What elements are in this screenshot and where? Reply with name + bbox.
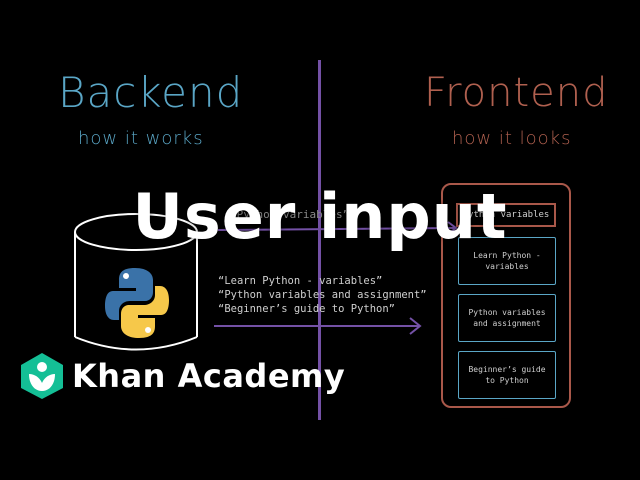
divider-line (318, 60, 321, 420)
database-icon (74, 213, 198, 351)
backend-heading: Backend (58, 68, 244, 117)
search-box: Python variables (456, 203, 556, 227)
query-arrow (217, 221, 458, 235)
python-logo-icon (105, 268, 169, 338)
frontend-heading: Frontend (424, 70, 609, 116)
backend-subheading: how it works (78, 128, 204, 149)
query-text: “Python variables and assignment” (218, 289, 427, 301)
query-text: “Learn Python - variables” (218, 275, 383, 287)
search-result: Beginner’s guide to Python (458, 351, 556, 399)
brand-logo: Khan Academy (20, 352, 345, 400)
phone-frame (441, 183, 571, 408)
frontend-subheading: how it looks (452, 128, 572, 149)
khan-academy-leaf-icon (21, 353, 63, 399)
brand-name: Khan Academy (72, 357, 346, 395)
search-result: Python variables and assignment (458, 294, 556, 342)
query-text: “Beginner’s guide to Python” (218, 303, 396, 315)
video-title: User input (132, 180, 508, 253)
query-faint-text: “Python variables” (230, 208, 350, 221)
search-result: Learn Python - variables (458, 237, 556, 285)
results-arrow (214, 317, 422, 335)
